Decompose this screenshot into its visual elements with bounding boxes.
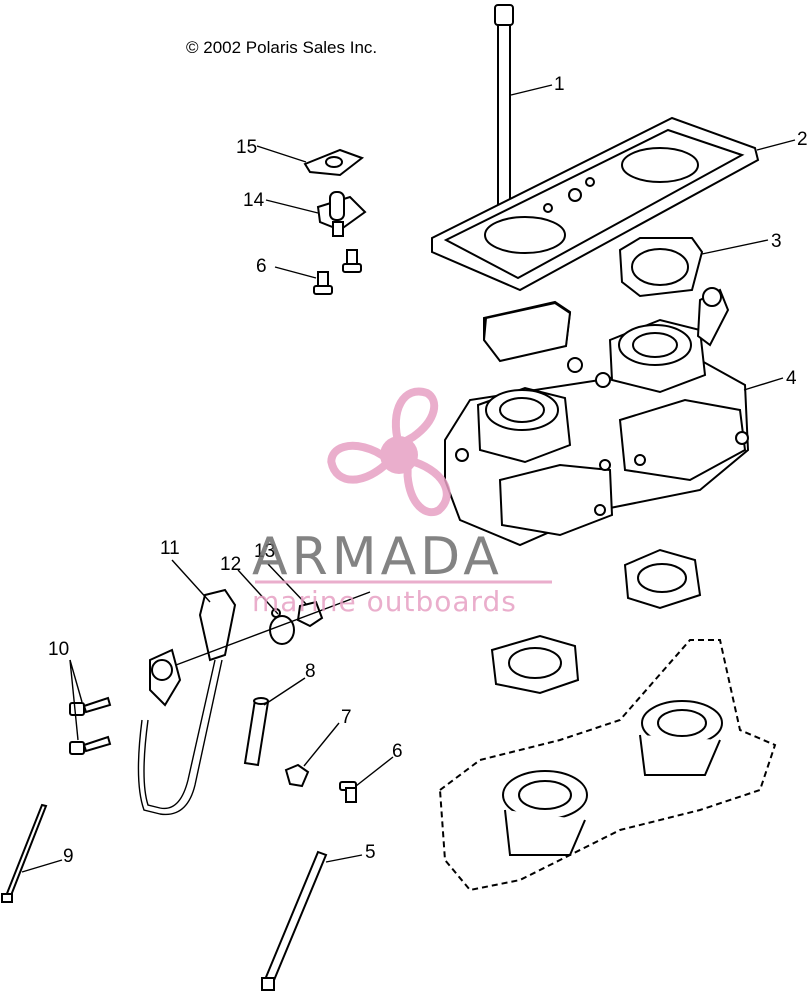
callout-9: 9 xyxy=(63,846,74,867)
callout-11: 11 xyxy=(160,538,180,559)
armada-watermark: ARMADA marine outboards xyxy=(252,387,552,618)
part-8-tube xyxy=(243,697,270,767)
callout-14: 14 xyxy=(243,190,265,211)
part-9-rod xyxy=(1,803,48,903)
part-15-gasket xyxy=(303,148,365,177)
callout-7: 7 xyxy=(341,707,352,728)
leader-lines xyxy=(21,84,796,873)
callout-6-lower: 6 xyxy=(392,741,403,762)
part-10-bolts xyxy=(69,696,112,755)
callout-3: 3 xyxy=(771,231,782,252)
watermark-subtitle: marine outboards xyxy=(252,585,517,618)
copyright-text: © 2002 Polaris Sales Inc. xyxy=(186,38,377,57)
callout-1: 1 xyxy=(554,74,565,95)
gasket-upper-left xyxy=(482,301,572,363)
watermark-title: ARMADA xyxy=(252,527,503,587)
part-2-cover-plate xyxy=(431,116,760,292)
part-7-clip xyxy=(284,763,310,788)
part-14-sensor xyxy=(316,191,367,237)
callout-6-upper: 6 xyxy=(256,256,267,277)
gasket-lower-right xyxy=(623,548,702,610)
gasket-lower-left xyxy=(490,634,580,695)
part-5-rod xyxy=(261,850,328,991)
callout-10: 10 xyxy=(48,639,69,660)
callout-12: 12 xyxy=(220,554,241,575)
part-3-gasket xyxy=(618,237,704,298)
callout-2: 2 xyxy=(797,129,807,150)
callout-13: 13 xyxy=(254,541,275,562)
callout-15: 15 xyxy=(236,137,257,158)
callout-5: 5 xyxy=(365,842,376,863)
callout-8: 8 xyxy=(305,661,316,682)
part-4-carburetor xyxy=(444,287,750,547)
part-6-screws xyxy=(313,249,362,803)
callout-numbers: 1 2 3 4 5 6 6 7 8 9 10 11 12 13 14 15 xyxy=(48,74,807,867)
intake-manifold xyxy=(438,639,777,892)
part-11-throttle-cable xyxy=(137,588,237,816)
propeller-logo-icon xyxy=(327,387,451,516)
part-1-bolt xyxy=(494,4,514,241)
callout-4: 4 xyxy=(786,368,797,389)
